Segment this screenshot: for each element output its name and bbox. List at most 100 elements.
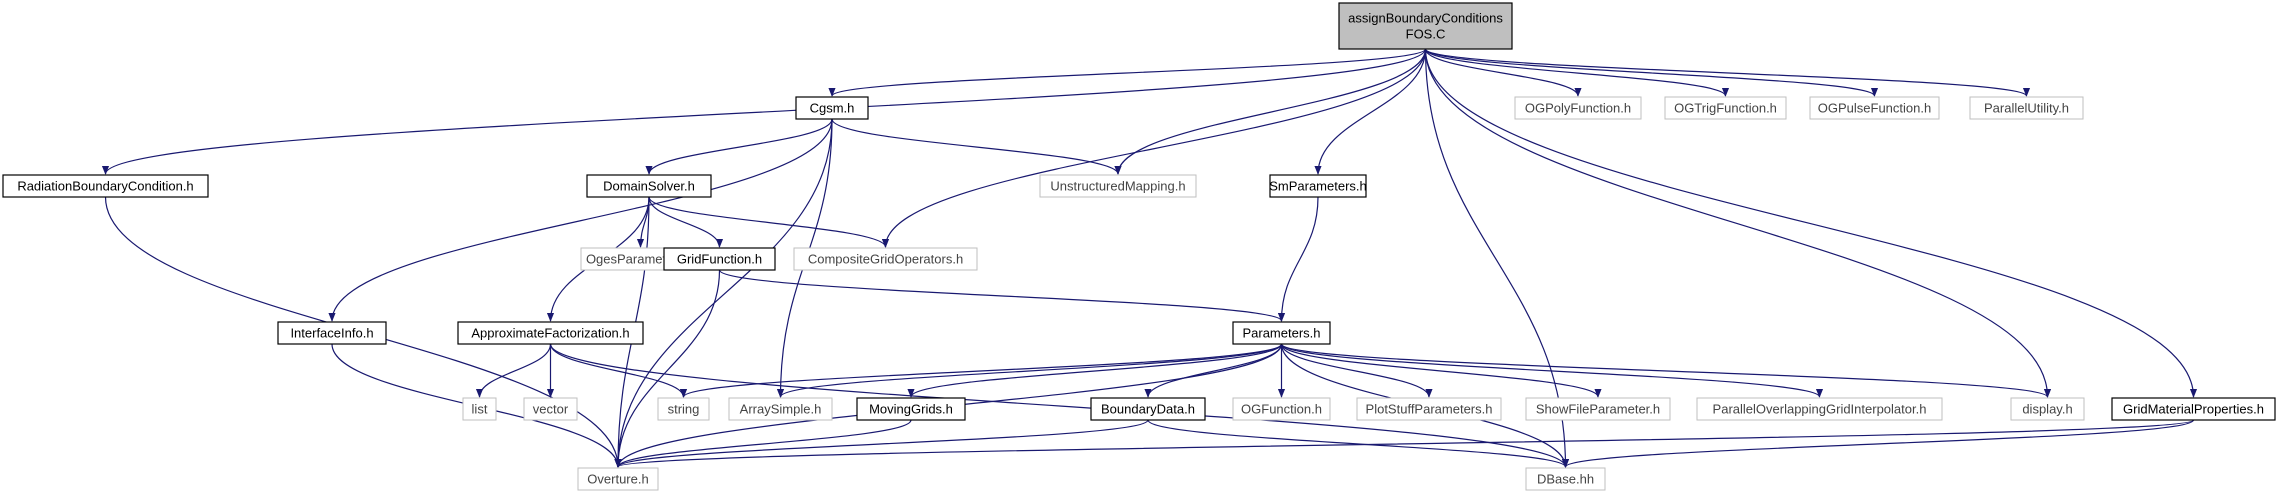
node-label-gridmaterial-0: GridMaterialProperties.h <box>2123 402 2264 417</box>
node-label-compgridops-0: CompositeGridOperators.h <box>808 252 963 267</box>
node-plotstuff[interactable]: PlotStuffParameters.h <box>1356 397 1502 421</box>
node-label-approxfact-0: ApproximateFactorization.h <box>471 326 629 341</box>
edge-cgsm-to-domainsolver <box>645 118 833 175</box>
node-radiation[interactable]: RadiationBoundaryCondition.h <box>2 174 209 198</box>
edge-parameters-to-arraysimple <box>777 343 1283 398</box>
node-box-parallelutil <box>1969 96 2084 120</box>
node-boundarydata[interactable]: BoundaryData.h <box>1090 397 1206 421</box>
node-box-gridfunction <box>663 247 776 271</box>
node-box-parallelinterp <box>1696 397 1943 421</box>
node-dbase[interactable]: DBase.hh <box>1525 467 1606 491</box>
edge-root-to-ogpoly <box>1424 48 1582 97</box>
node-box-vector <box>523 397 578 421</box>
node-label-plotstuff-0: PlotStuffParameters.h <box>1366 402 1493 417</box>
node-box-domainsolver <box>586 174 712 198</box>
node-ogtrig[interactable]: OGTrigFunction.h <box>1664 96 1787 120</box>
node-movinggrids[interactable]: MovingGrids.h <box>856 397 966 421</box>
node-showfile[interactable]: ShowFileParameter.h <box>1525 397 1671 421</box>
node-box-compgridops <box>793 247 978 271</box>
node-box-approxfact <box>457 321 644 345</box>
node-box-plotstuff <box>1356 397 1502 421</box>
node-label-dbase-0: DBase.hh <box>1537 472 1594 487</box>
node-cgsm[interactable]: Cgsm.h <box>795 96 869 120</box>
node-label-root-0: assignBoundaryConditions <box>1348 11 1503 26</box>
node-box-smparams <box>1269 174 1367 198</box>
node-label-cgsm-0: Cgsm.h <box>810 101 855 116</box>
node-display[interactable]: display.h <box>2010 397 2085 421</box>
node-box-gridmaterial <box>2111 397 2276 421</box>
node-compgridops[interactable]: CompositeGridOperators.h <box>793 247 978 271</box>
node-string[interactable]: string <box>657 397 710 421</box>
edge-cgsm-to-overture <box>614 118 833 468</box>
node-label-root-1: FOS.C <box>1406 27 1446 42</box>
node-box-parameters <box>1232 321 1331 345</box>
node-label-string-0: string <box>668 402 700 417</box>
node-box-arraysimple <box>728 397 833 421</box>
node-arraysimple[interactable]: ArraySimple.h <box>728 397 833 421</box>
node-list[interactable]: list <box>462 397 497 421</box>
node-label-ogfunction-0: OGFunction.h <box>1241 402 1322 417</box>
node-parameters[interactable]: Parameters.h <box>1232 321 1331 345</box>
node-box-boundarydata <box>1090 397 1206 421</box>
node-label-ogtrig-0: OGTrigFunction.h <box>1674 101 1777 116</box>
node-ogpoly[interactable]: OGPolyFunction.h <box>1514 96 1642 120</box>
node-label-smparams-0: SmParameters.h <box>1269 179 1367 194</box>
node-parallelinterp[interactable]: ParallelOverlappingGridInterpolator.h <box>1696 397 1943 421</box>
node-box-root <box>1338 2 1513 50</box>
node-vector[interactable]: vector <box>523 397 578 421</box>
edge-root-to-parallelutil <box>1424 48 2030 97</box>
edge-cgsm-to-interfaceinfo <box>328 118 833 322</box>
node-box-radiation <box>2 174 209 198</box>
node-box-interfaceinfo <box>277 321 387 345</box>
edge-gridfunction-to-parameters <box>718 269 1285 322</box>
edge-parameters-to-showfile <box>1280 343 1602 398</box>
node-domainsolver[interactable]: DomainSolver.h <box>586 174 712 198</box>
edge-root-to-radiation <box>102 48 1427 175</box>
node-box-cgsm <box>795 96 869 120</box>
edge-root-to-gridmaterial <box>1424 48 2198 398</box>
node-gridfunction[interactable]: GridFunction.h <box>663 247 776 271</box>
node-box-showfile <box>1525 397 1671 421</box>
edge-root-to-cgsm <box>828 48 1427 97</box>
node-box-dbase <box>1525 467 1606 491</box>
node-box-movinggrids <box>856 397 966 421</box>
node-label-radiation-0: RadiationBoundaryCondition.h <box>17 179 193 194</box>
edge-parameters-to-display <box>1280 343 2051 398</box>
node-box-ogpoly <box>1514 96 1642 120</box>
node-parallelutil[interactable]: ParallelUtility.h <box>1969 96 2084 120</box>
node-ogpulse[interactable]: OGPulseFunction.h <box>1809 96 1940 120</box>
edge-domainsolver-to-compgridops <box>648 196 890 248</box>
edge-root-to-smparams <box>1314 48 1427 175</box>
node-label-movinggrids-0: MovingGrids.h <box>869 402 953 417</box>
node-box-overture <box>577 467 659 491</box>
node-label-parallelinterp-0: ParallelOverlappingGridInterpolator.h <box>1713 402 1927 417</box>
edge-boundarydata-to-overture <box>614 419 1149 468</box>
node-unstructured[interactable]: UnstructuredMapping.h <box>1039 174 1197 198</box>
node-box-list <box>462 397 497 421</box>
node-overture[interactable]: Overture.h <box>577 467 659 491</box>
edge-parameters-to-movinggrids <box>907 343 1283 398</box>
node-approxfact[interactable]: ApproximateFactorization.h <box>457 321 644 345</box>
node-interfaceinfo[interactable]: InterfaceInfo.h <box>277 321 387 345</box>
node-label-ogpoly-0: OGPolyFunction.h <box>1525 101 1631 116</box>
node-label-domainsolver-0: DomainSolver.h <box>603 179 695 194</box>
node-label-display-0: display.h <box>2022 402 2072 417</box>
edge-smparams-to-parameters <box>1277 196 1319 322</box>
edge-approxfact-to-string <box>549 343 688 398</box>
node-label-parameters-0: Parameters.h <box>1242 326 1320 341</box>
edge-gridfunction-to-overture <box>614 269 721 468</box>
edge-root-to-dbase <box>1424 48 1570 468</box>
node-label-boundarydata-0: BoundaryData.h <box>1101 402 1195 417</box>
edge-approxfact-to-dbase <box>549 343 1569 468</box>
edge-gridmaterial-to-overture <box>615 419 2195 468</box>
edge-root-to-ogtrig <box>1424 48 1729 97</box>
node-box-string <box>657 397 710 421</box>
node-label-vector-0: vector <box>533 402 569 417</box>
node-box-ogpulse <box>1809 96 1940 120</box>
node-gridmaterial[interactable]: GridMaterialProperties.h <box>2111 397 2276 421</box>
node-smparams[interactable]: SmParameters.h <box>1269 174 1367 198</box>
edge-parameters-to-plotstuff <box>1280 343 1433 398</box>
node-ogfunction[interactable]: OGFunction.h <box>1232 397 1331 421</box>
